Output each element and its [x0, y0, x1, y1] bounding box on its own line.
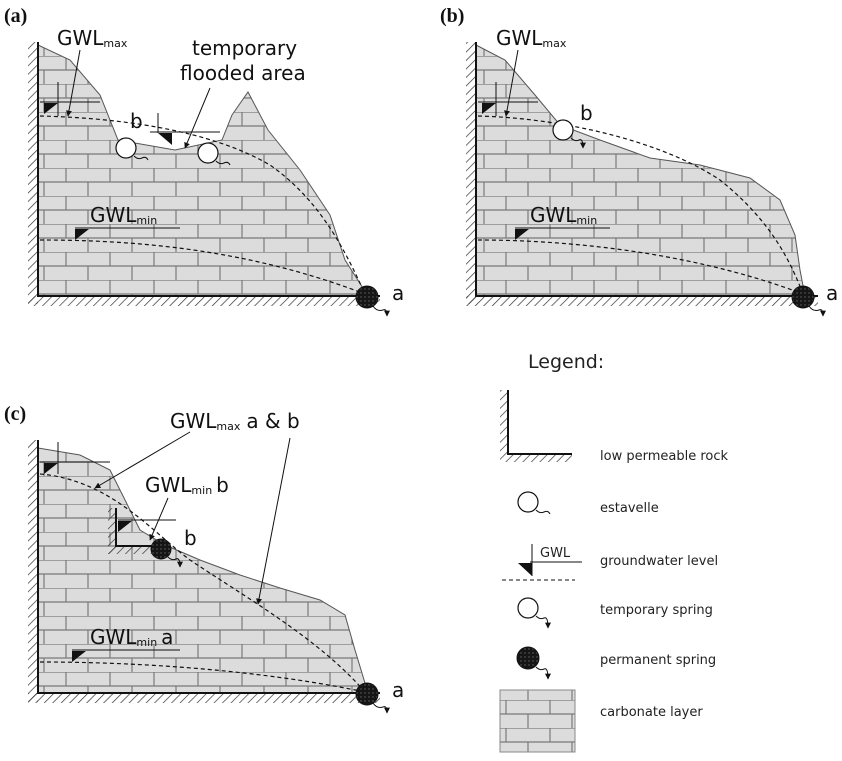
legend-label-groundwater-level: groundwater level: [600, 554, 718, 569]
flooded-area-label-line2: flooded area: [180, 61, 306, 85]
legend: Legend: low permeable rock estavelle GWL…: [499, 351, 728, 753]
gwl-max-marker-c: [40, 442, 110, 474]
spring-a-label-c: a: [392, 678, 404, 702]
gwl-max-pointer-c2: [256, 437, 291, 605]
temporary-spring-icon: [552, 119, 586, 149]
gwl-max-label-a: GWLmax: [57, 26, 128, 50]
permanent-spring-icon: [516, 646, 551, 680]
legend-label-low-permeable-rock: low permeable rock: [600, 449, 728, 464]
legend-gwl-icon-text: GWL: [540, 546, 571, 561]
gwl-min-marker-a: [75, 227, 180, 240]
temporary-spring-icon: [517, 597, 551, 629]
spring-b-label-c: b: [184, 526, 197, 550]
carbonate-body-b: [475, 44, 806, 297]
flooded-area-pointer: [184, 87, 211, 149]
legend-title: Legend:: [528, 351, 604, 373]
low-permeable-rock-c: [28, 440, 380, 703]
legend-label-estavelle: estavelle: [600, 501, 659, 516]
gwl-minb-pointer-c: [149, 497, 169, 541]
gwl-min-label-a: GWLmin: [90, 203, 157, 227]
gwl-max-pointer-a: [66, 49, 81, 117]
gwl-min-label-b: GWLmin: [530, 203, 597, 227]
gwl-max-pointer-b: [504, 49, 519, 117]
spring-b-label-a: b: [130, 109, 143, 133]
gwl-minb-marker-c: [118, 519, 176, 532]
gwl-min-curve-c: [39, 661, 366, 693]
spring-a-label-a: a: [392, 281, 404, 305]
permanent-spring-icon: [355, 285, 390, 317]
estavelle-icon: [517, 491, 551, 515]
low-permeable-step-c: [108, 508, 156, 554]
panel-a-tag: (a): [4, 5, 27, 27]
flooded-area-label-line1: temporary: [192, 36, 297, 60]
legend-label-permanent-spring: permanent spring: [600, 653, 716, 668]
gwl-b-marker-a: [150, 113, 220, 145]
panel-b-tag: (b): [440, 5, 464, 27]
estavelle-icon: [197, 142, 231, 166]
estavelle-icon: [115, 137, 149, 161]
low-permeable-rock-icon: [500, 390, 572, 462]
gwl-max-curve-c: [39, 473, 366, 693]
gwl-max-pointer-c1: [94, 431, 191, 489]
gwl-min-marker-b: [515, 227, 610, 240]
gwl-min-curve-a: [39, 239, 366, 295]
carbonate-body-c: [37, 447, 369, 694]
panel-c-tag: (c): [4, 403, 26, 425]
spring-a-label-b: a: [826, 281, 838, 305]
legend-label-temporary-spring: temporary spring: [600, 603, 713, 618]
gwl-max-marker-a: [40, 82, 100, 116]
gwl-min-curve-b: [477, 239, 804, 295]
permanent-spring-icon: [150, 538, 183, 568]
groundwater-level-icon: [502, 544, 582, 581]
panel-b: (b) GWLmax GWLmin b a: [440, 5, 838, 317]
spring-b-label-b: b: [580, 101, 593, 125]
permanent-spring-icon: [355, 682, 390, 714]
low-permeable-rock-b: [466, 42, 818, 306]
permanent-spring-icon: [791, 285, 826, 317]
carbonate-layer-icon: [499, 689, 576, 753]
legend-label-carbonate-layer: carbonate layer: [600, 705, 703, 720]
panel-a: (a) GWLmax GWLmin temporary flooded: [4, 5, 404, 317]
gwl-max-label-b: GWLmax: [496, 26, 567, 50]
low-permeable-rock-a: [28, 42, 380, 306]
gwl-max-marker-b: [478, 82, 538, 116]
gwl-max-curve-b: [477, 115, 804, 295]
gwl-mina-marker-c: [72, 649, 180, 662]
